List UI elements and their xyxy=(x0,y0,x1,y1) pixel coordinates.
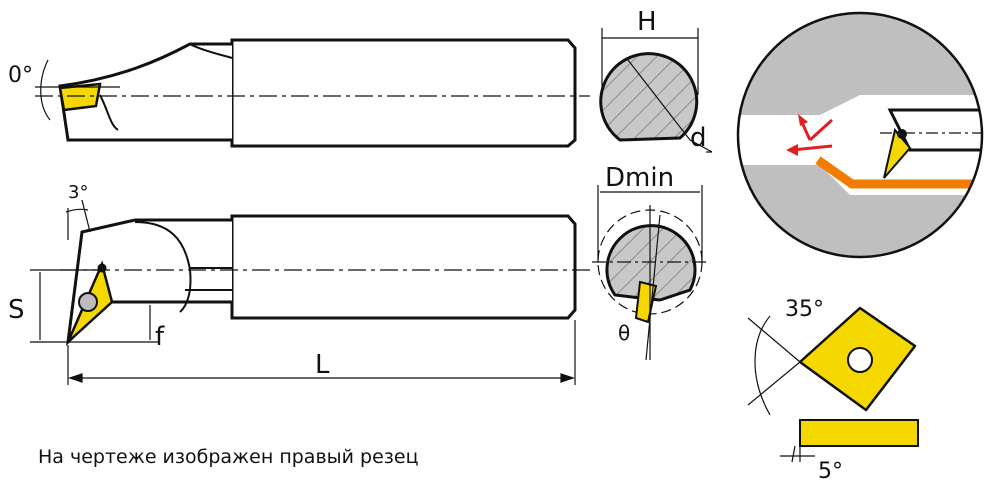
theta-label: θ xyxy=(618,321,630,345)
Dmin-label: Dmin xyxy=(605,163,674,193)
L-label: L xyxy=(315,350,330,380)
top-angle-mark xyxy=(35,59,120,121)
drawing-caption: На чертеже изображен правый резец xyxy=(38,446,419,468)
H-label: H xyxy=(637,7,657,37)
insert-detail xyxy=(747,306,919,463)
insert-angle-label: 35° xyxy=(785,297,824,322)
side-dimensions xyxy=(30,199,576,385)
clearance-angle-label: 5° xyxy=(818,459,843,484)
end-view-bottom xyxy=(592,185,708,361)
angle-side-label: 3° xyxy=(68,182,88,203)
end-view-top xyxy=(599,28,713,153)
f-label: f xyxy=(155,322,165,352)
top-view xyxy=(35,38,590,148)
S-label: S xyxy=(8,295,25,325)
side-view xyxy=(60,214,590,347)
angle-top-label: 0° xyxy=(8,63,33,88)
d-label: d xyxy=(690,123,707,153)
detail-circle xyxy=(736,11,984,259)
